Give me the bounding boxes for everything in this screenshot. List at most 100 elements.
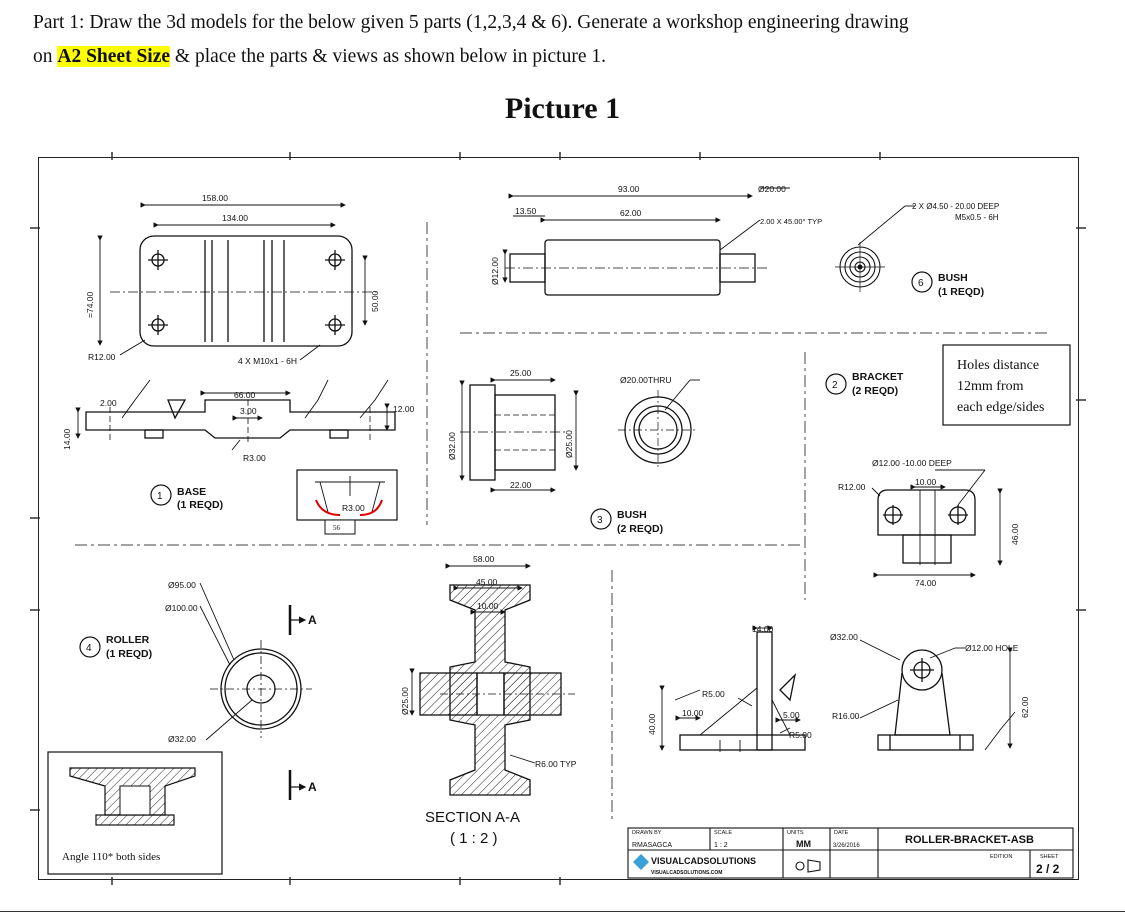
tb-title: ROLLER-BRACKET-ASB: [905, 834, 1034, 846]
section-dim-r6: R6.00 TYP: [535, 759, 577, 769]
radius-detail-box: R3.00 56: [296, 469, 398, 535]
bush-note-thru: Ø20.00THRU: [620, 375, 672, 385]
bracket-dim-radius: R12.00: [838, 482, 866, 492]
bracket-side-view: [659, 625, 806, 752]
base-dim-edge: 2.00: [100, 398, 117, 408]
page-bottom-rule: [0, 911, 1125, 912]
section-dim-25: Ø25.00: [400, 687, 410, 715]
bracket-dim-total-height: 62.00: [1020, 696, 1030, 718]
pin-dim-diameter: Ø12.00: [490, 257, 500, 285]
pin-balloon-number: 6: [918, 278, 924, 289]
bush-end-view: [618, 379, 700, 470]
roller-section-view: [409, 563, 575, 796]
detail-value: 56: [333, 524, 341, 532]
pin-label: 6 BUSH (1 REQD): [911, 271, 984, 298]
bracket-dim-radius2: R16.00: [832, 711, 860, 721]
pin-note-holes-1: 2 X Ø4.50 - 20.00 DEEP: [912, 202, 999, 211]
bush-balloon-circle: [590, 508, 612, 530]
view-separators: [75, 222, 1050, 820]
base-balloon-circle: [150, 484, 172, 506]
callout-line-1: Holes distance: [957, 358, 1039, 373]
tb-date: 3/26/2016: [833, 843, 860, 849]
base-top-view: [97, 202, 380, 361]
base-note-tapped: 4 X M10x1 - 6H: [238, 356, 297, 366]
pin-note-holes-2: M5x0.5 - 6H: [955, 213, 999, 222]
tb-date-label: DATE: [834, 830, 849, 836]
base-dim-overall-width: 158.00: [202, 193, 228, 203]
intro-line-2: on A2 Sheet Size & place the parts & vie…: [33, 40, 1103, 74]
bracket-note-hole: Ø12.00 HOLE: [965, 643, 1019, 653]
intro-line-2-post: & place the parts & views as shown below…: [170, 46, 606, 67]
holes-callout-box: Holes distance 12mm from each edge/sides: [942, 344, 1071, 426]
pin-name: BUSH: [938, 272, 968, 284]
angle-note: Angle 110* both sides: [62, 851, 160, 863]
base-dim-thickness: 14.00: [62, 428, 72, 450]
bracket-balloon-number: 2: [832, 380, 838, 391]
pin-dim-stub: 13.50: [515, 206, 537, 216]
bush-name: BUSH: [617, 509, 647, 521]
roller-front-view: [199, 582, 312, 800]
bush-dim-id: Ø25.00: [564, 430, 574, 458]
tb-drawn-by: RMASAGCA: [632, 842, 672, 849]
base-front-view: [75, 379, 396, 451]
intro-line-1: Part 1: Draw the 3d models for the below…: [33, 12, 909, 33]
bracket-dim-r1: R5.00: [702, 689, 725, 699]
sheet-zone-ticks: [30, 152, 1086, 885]
tb-edition-label: EDITION: [990, 854, 1012, 860]
tb-sheet: 2 / 2: [1036, 862, 1060, 876]
base-name: BASE: [177, 486, 206, 498]
pin-end-view: [835, 205, 915, 292]
bush-dim-body: 22.00: [510, 480, 532, 490]
roller-dim-d32: Ø32.00: [168, 734, 196, 744]
section-mark-top: A: [308, 613, 317, 627]
section-scale: ( 1 : 2 ): [450, 830, 498, 847]
bracket-note-holes: Ø12.00 -10.00 DEEP: [872, 458, 952, 468]
tb-website: VISUALCADSOLUTIONS.COM: [651, 870, 722, 876]
roller-name: ROLLER: [106, 634, 150, 646]
bracket-balloon-circle: [825, 373, 847, 395]
bracket-dim-r2: 5.00: [783, 710, 800, 720]
company-logo-icon: [633, 854, 649, 870]
section-dim-58: 58.00: [473, 554, 495, 564]
base-dim-slot-width: 66.00: [234, 390, 256, 400]
tb-units: MM: [796, 839, 811, 849]
bush-dim-flange: 25.00: [510, 368, 532, 378]
pin-note-chamfer: 2.00 X 45.00° TYP: [760, 217, 822, 226]
base-balloon-number: 1: [157, 491, 163, 502]
roller-balloon-number: 4: [86, 643, 92, 654]
base-dim-hole-vertical: 50.00: [370, 290, 380, 312]
title-block: [627, 827, 1074, 879]
bracket-dim-height: 46.00: [1010, 523, 1020, 545]
tb-sheet-label: SHEET: [1040, 854, 1059, 860]
bracket-top-view: [871, 469, 1003, 578]
detail-radius: R3.00: [342, 503, 365, 513]
base-dim-step: 12.00: [393, 404, 415, 414]
bracket-label: 2 BRACKET (2 REQD): [825, 371, 904, 397]
roller-label: 4 ROLLER (1 REQD): [79, 634, 152, 660]
pin-dim-length: 93.00: [618, 184, 640, 194]
pin-dim-body: 62.00: [620, 208, 642, 218]
base-dim-slot-depth: 3.00: [240, 406, 257, 416]
pin-side-view: [502, 187, 790, 296]
bush-balloon-number: 3: [597, 515, 603, 526]
section-title: SECTION A-A: [425, 809, 520, 826]
bracket-qty: (2 REQD): [852, 385, 898, 397]
callout-line-3: each edge/sides: [957, 400, 1044, 415]
section-mark-bottom: A: [308, 780, 317, 794]
tb-scale-label: SCALE: [714, 830, 732, 836]
bush-label: 3 BUSH (2 REQD): [590, 508, 663, 535]
base-dim-hole-spacing: 134.00: [222, 213, 248, 223]
bracket-name: BRACKET: [852, 371, 904, 383]
base-dim-radius: R3.00: [243, 453, 266, 463]
sheet-size-highlight: A2 Sheet Size: [57, 46, 171, 67]
pin-qty: (1 REQD): [938, 286, 984, 298]
bush-side-view: [459, 377, 579, 493]
bush-dim-od: Ø32.00: [447, 432, 457, 460]
intro-line-2-pre: on: [33, 46, 58, 67]
tb-company: VISUALCADSOLUTIONS: [651, 856, 756, 866]
tb-scale: 1 : 2: [714, 842, 728, 849]
base-label: 1 BASE (1 REQD): [150, 484, 223, 511]
title-block-text: DRAWN BY RMASAGCA SCALE 1 : 2 UNITS MM D…: [632, 830, 1060, 876]
section-dim-10: 10.00: [477, 601, 499, 611]
angle-detail-box: Angle 110* both sides: [47, 751, 223, 875]
